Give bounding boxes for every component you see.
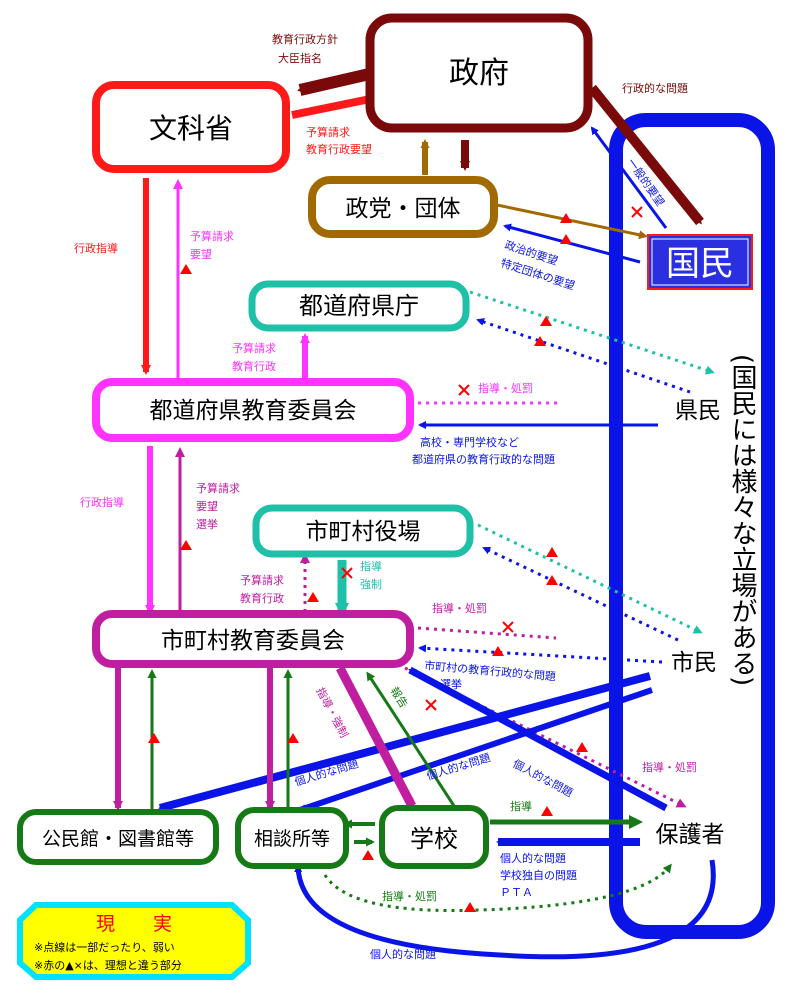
label-gyosei-shido: 行政指導	[74, 241, 118, 255]
legend-box	[17, 902, 251, 980]
label-gyosei-3: 教育行政	[232, 359, 276, 373]
kokumin-note: (国民には様々な立場がある)	[727, 354, 757, 686]
box-kominkan	[17, 809, 219, 865]
label-yosan-4: 予算請求	[196, 481, 240, 495]
arrow-shimin-sodanjo	[298, 687, 653, 813]
node-seito: 政党・団体	[346, 196, 461, 222]
label-pta: ＰＴＡ	[500, 886, 533, 899]
label-daijin: 大臣指名	[278, 51, 322, 65]
warning-triangles	[148, 213, 588, 912]
label-shido-shobatsu: 指導・処罰	[478, 381, 533, 395]
arrow-seito-kokumin	[496, 203, 648, 240]
box-gakko	[379, 805, 489, 869]
label-seifu-policy: 教育行政方針	[272, 32, 338, 46]
label-koko: 高校・専門学校など	[420, 435, 519, 449]
label-kojin-list-1: 個人的な問題	[500, 851, 566, 865]
label-gyosei-5: 教育行政	[240, 591, 284, 605]
label-yobo-4: 要望	[196, 500, 218, 513]
arrow-kokumin-seifu	[590, 126, 668, 229]
node-gakko: 学校	[410, 825, 458, 853]
label-kojin-bottom: 個人的な問題	[370, 947, 436, 961]
legend-note-1: ※点線は一部だったり、弱い	[34, 940, 175, 954]
arrow-monkasho-seifu	[291, 94, 378, 119]
node-sodanjo: 相談所等	[254, 828, 330, 850]
label-kojin-list-2: 学校独自の問題	[500, 868, 577, 882]
node-shichoson-yakuba: 市町村役場	[306, 519, 421, 545]
node-kominkan: 公民館・図書館等	[42, 828, 194, 850]
arrow-yakuba-shimin	[477, 523, 703, 634]
box-sodanjo	[235, 807, 349, 869]
cross-marks	[341, 206, 643, 711]
label-yosan: 予算請求	[306, 125, 350, 139]
label-shido: 指導	[360, 559, 382, 573]
label-yosan-2: 予算請求	[190, 229, 234, 243]
arrow-cho-kenmin	[469, 290, 715, 375]
arrow-kenmin-cho	[476, 318, 691, 394]
label-shido-shobatsu-3: 指導・処罰	[642, 760, 697, 774]
label-gyosei-shido-2: 行政指導	[80, 495, 124, 509]
box-shichoson-kyoi	[92, 610, 414, 668]
label-yobo-2: 要望	[190, 248, 212, 261]
arrow-hogo-shicho	[408, 666, 668, 812]
label-senkyo-2: 選挙	[440, 678, 462, 691]
box-todofuken-kyoi	[92, 378, 414, 442]
node-todofuken-kyoi: 都道府県教育委員会	[150, 398, 357, 424]
label-kyosei: 強制	[360, 578, 382, 591]
label-shido-kyosei: 指導・強制	[313, 685, 351, 740]
arrow-seifu-kokumin	[588, 84, 704, 226]
arrow-shimin-shicho	[418, 644, 663, 664]
label-yosan-yobo: 教育行政要望	[306, 142, 372, 156]
legend-title: 現 実	[96, 913, 172, 935]
node-kokumin: 国民	[666, 244, 734, 284]
arrow-gakko-shicho	[366, 671, 460, 813]
box-seito	[308, 176, 498, 238]
node-shichoson-kyoi: 市町村教育委員会	[161, 628, 345, 654]
label-yosan-5: 予算請求	[240, 573, 284, 587]
box-shichoson-yakuba	[252, 504, 474, 558]
kokumin-container	[609, 113, 775, 939]
arrow-seifu-monkasho	[297, 66, 380, 96]
arrow-shicho-gakko	[336, 665, 416, 809]
label-shido-3: 指導	[510, 799, 532, 813]
arrow-shimin-yakuba	[482, 546, 679, 642]
label-shido-shobatsu-4: 指導・処罰	[382, 889, 437, 903]
label-kojin-3: 個人的な問題	[511, 756, 576, 799]
node-todofuken-cho: 都道府県庁	[299, 292, 419, 320]
label-shido-shobatsu-2: 指導・処罰	[432, 601, 487, 615]
node-shimin: 市民	[671, 650, 717, 676]
box-kokumin	[647, 234, 753, 290]
box-monkasho	[92, 81, 290, 173]
node-kenmin: 県民	[675, 398, 721, 424]
arrow-hogo-sodanjo	[294, 859, 716, 960]
label-gyosei-mondai: 行政的な問題	[622, 81, 688, 95]
legend-note-2: ※赤の▲×は、理想と違う部分	[34, 958, 182, 972]
label-koko-2: 都道府県の教育行政的な問題	[412, 452, 555, 466]
arrow-kokumin-seito	[503, 223, 641, 264]
box-todofuken-cho	[248, 280, 470, 332]
label-senkyo: 選挙	[196, 518, 218, 531]
label-yosan-3: 予算請求	[232, 341, 276, 355]
arrow-shicho-shimin	[417, 626, 557, 640]
node-hogosha: 保護者	[656, 822, 725, 848]
box-seifu	[365, 13, 593, 133]
node-monkasho: 文科省	[149, 112, 233, 145]
node-seifu: 政府	[449, 56, 509, 91]
arrow-shimin-kominkan	[158, 672, 652, 812]
